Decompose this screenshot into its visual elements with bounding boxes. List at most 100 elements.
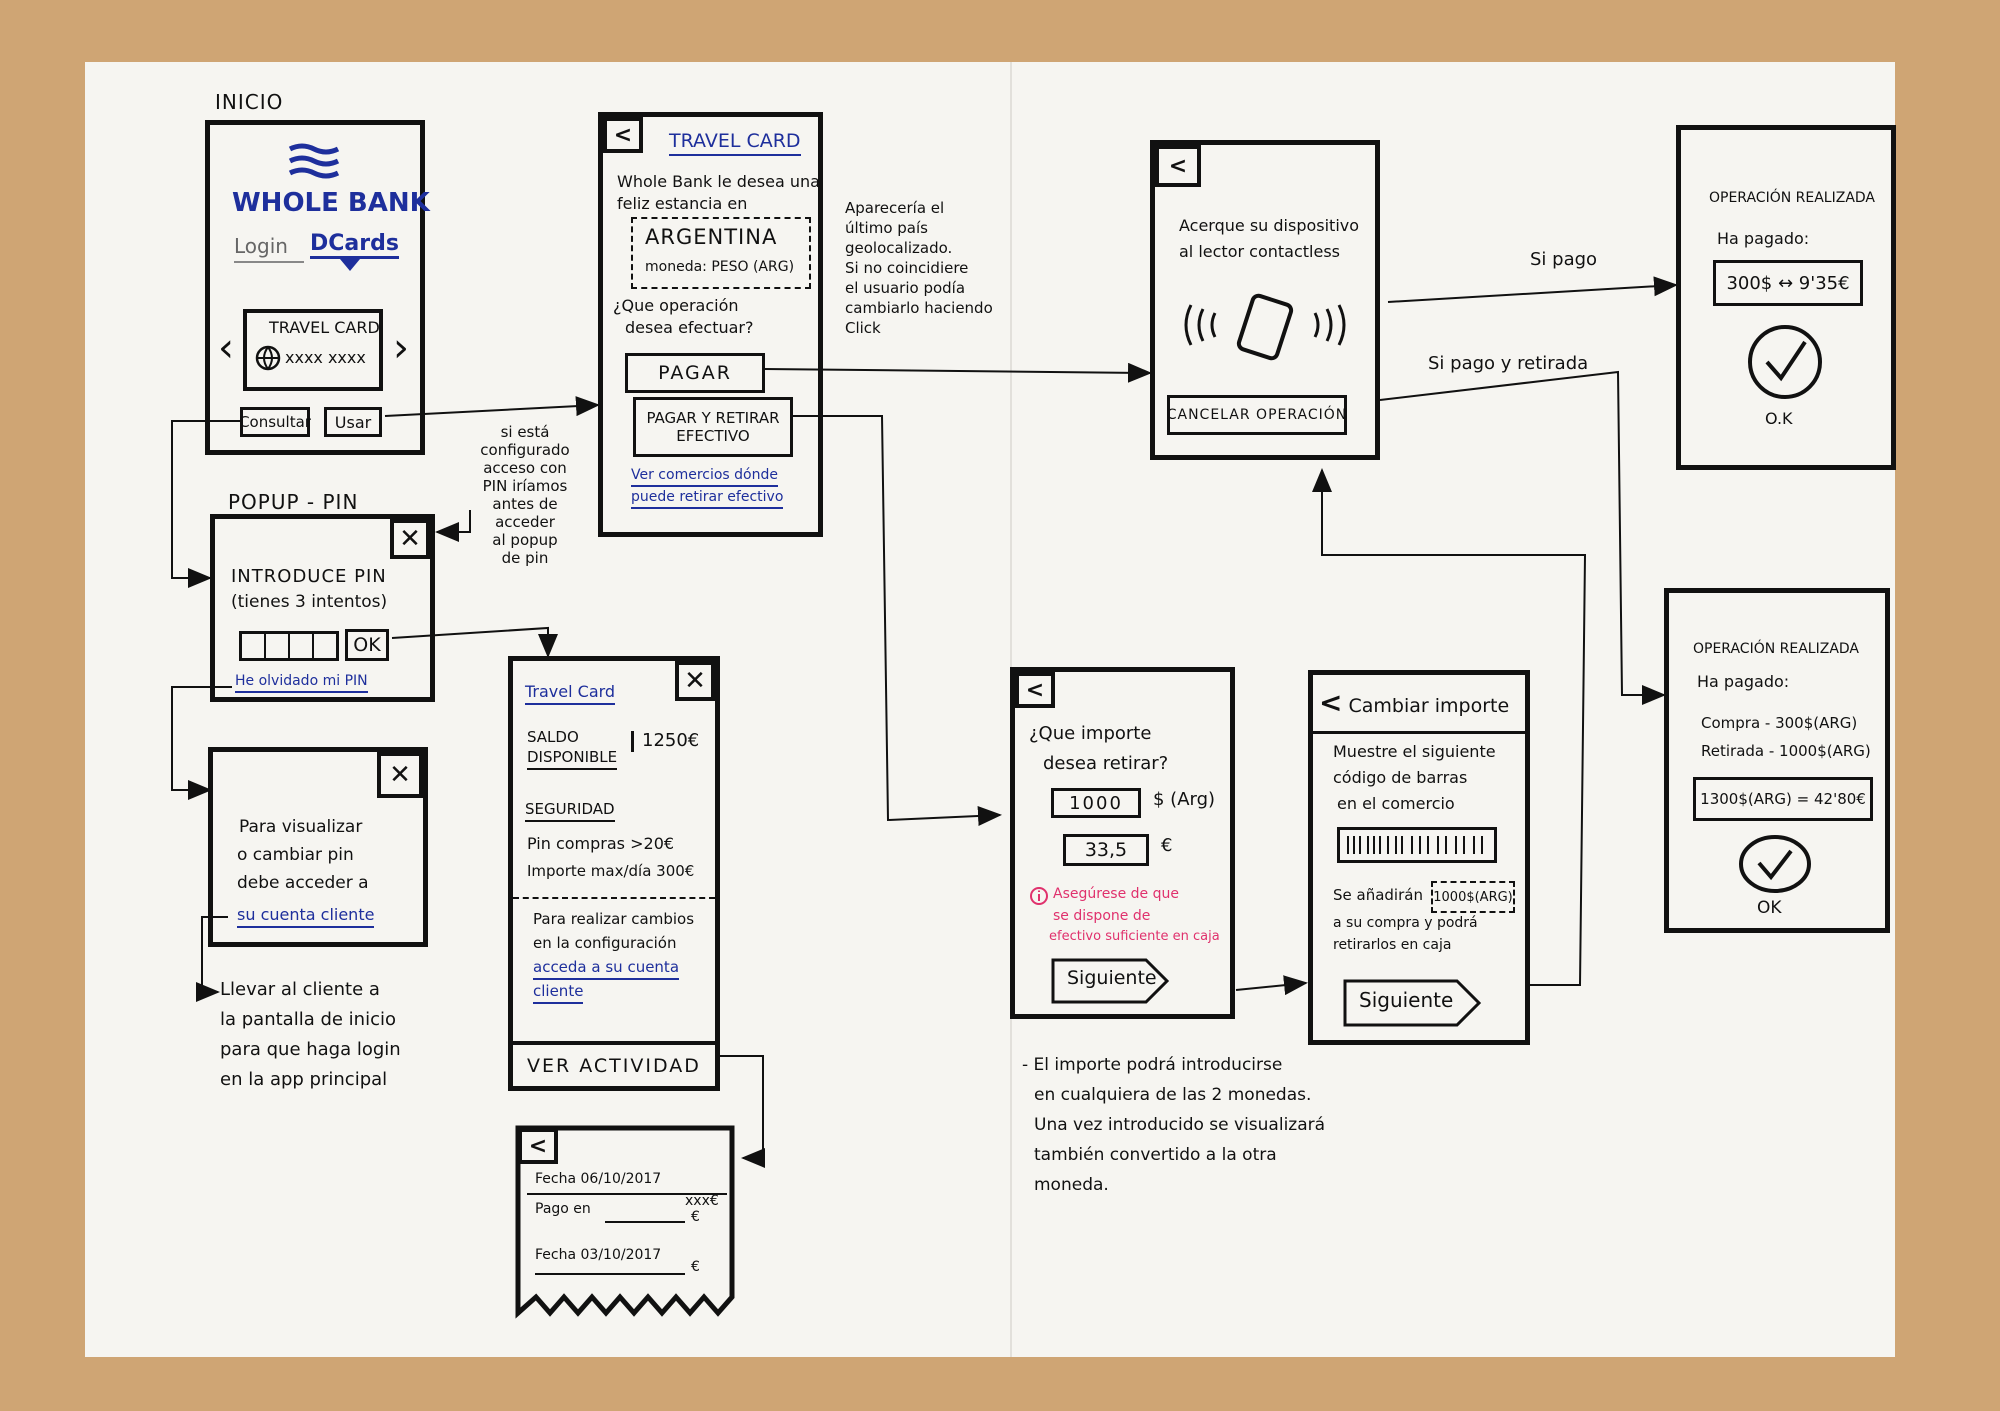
warning-line-1: Asegúrese de que — [1053, 886, 1179, 902]
cancel-operation-button[interactable]: CANCELAR OPERACIÓN — [1167, 395, 1347, 435]
checkmark-icon — [1748, 325, 1822, 399]
greeting-line-1: Whole Bank le desea una — [617, 172, 820, 191]
back-arrow-icon[interactable]: < — [518, 1128, 558, 1164]
country-selector[interactable]: ARGENTINA moneda: PESO (ARG) — [631, 217, 811, 289]
back-arrow-icon[interactable]: < — [1155, 145, 1201, 187]
saldo-value: 1250€ — [631, 730, 699, 752]
chevron-right-icon[interactable]: › — [393, 325, 409, 371]
done2-compra: Compra - 300$(ARG) — [1701, 714, 1858, 732]
tab-dcards[interactable]: DCards — [310, 231, 399, 260]
info-icon — [1030, 887, 1048, 905]
activity-pago: Pago en — [535, 1201, 591, 1217]
done1-paid-label: Ha pagado: — [1717, 229, 1810, 248]
change-rest-2: retirarlos en caja — [1333, 937, 1452, 953]
seguridad-heading: SEGURIDAD — [525, 800, 615, 822]
activity-amount-2: € — [691, 1209, 700, 1225]
activity-divider-1 — [527, 1193, 727, 1195]
flow-label-si-pago-retirada: Si pago y retirada — [1428, 353, 1589, 374]
done1-ok[interactable]: O.K — [1765, 409, 1793, 428]
triangle-pointer-icon — [340, 259, 360, 271]
question-line-2: desea efectuar? — [625, 318, 754, 337]
question-line-1: ¿Que operación — [613, 296, 739, 315]
cambios-link-1[interactable]: acceda a su cuenta — [533, 958, 680, 980]
activity-frame — [515, 1125, 735, 1319]
done2-ok[interactable]: OK — [1757, 898, 1782, 918]
close-icon[interactable]: ✕ — [390, 519, 430, 559]
back-arrow-icon[interactable]: < — [603, 117, 643, 153]
chevron-left-icon[interactable]: ‹ — [218, 325, 234, 371]
card-detail-popup: ✕ Travel Card SALDO DISPONIBLE 1250€ SEG… — [508, 656, 720, 1091]
amount-ars-input[interactable]: 1000 — [1051, 788, 1141, 818]
close-icon[interactable]: ✕ — [675, 661, 715, 701]
done2-title: OPERACIÓN REALIZADA — [1693, 641, 1860, 657]
change-line-1: Muestre el siguiente — [1333, 742, 1496, 761]
cambios-line-2: en la configuración — [533, 934, 677, 952]
label-popup-pin: POPUP - PIN — [228, 490, 359, 514]
brand-title: WHOLE BANK — [232, 188, 430, 218]
label-inicio: INICIO — [215, 90, 284, 114]
activity-amount-3: € — [691, 1259, 700, 1275]
change-rest-1: a su compra y podrá — [1333, 915, 1478, 931]
pin-title: INTRODUCE PIN — [231, 566, 387, 587]
note-importe: - El importe podrá introducirse en cualq… — [1022, 1055, 1326, 1195]
note-pin-access: si está configurado acceso con PIN iríam… — [480, 423, 570, 567]
activity-line-2 — [535, 1273, 685, 1275]
change-added: Se añadirán — [1333, 886, 1423, 904]
pin-attempts: (tienes 3 intentos) — [231, 592, 388, 612]
done2-paid-label: Ha pagado: — [1697, 672, 1790, 691]
amount-eur-input[interactable]: 33,5 — [1063, 834, 1149, 866]
forgot-pin-link[interactable]: He olvidado mi PIN — [235, 673, 368, 693]
cuenta-cliente-link[interactable]: su cuenta cliente — [237, 905, 375, 928]
activity-amount-1: xxx€ — [685, 1193, 719, 1209]
change-added-value: 1000$(ARG) — [1431, 881, 1515, 913]
flow-label-si-pago: Si pago — [1530, 249, 1598, 270]
pagar-retirar-button[interactable]: PAGAR Y RETIRAR EFECTIVO — [633, 397, 793, 457]
saldo-label-1: SALDO — [527, 728, 579, 746]
operation-done-screen-2: OPERACIÓN REALIZADA Ha pagado: Compra - … — [1664, 588, 1890, 933]
withdraw-next-button[interactable]: Siguiente — [1067, 967, 1157, 989]
visualizar-line-1: Para visualizar — [239, 817, 363, 837]
change-amount-screen: <Cambiar importe Muestre el siguiente có… — [1308, 670, 1530, 1045]
warning-line-3: efectivo suficiente en caja — [1049, 929, 1220, 944]
operation-done-screen-1: OPERACIÓN REALIZADA Ha pagado: 300$ ↔ 9'… — [1676, 125, 1896, 470]
back-arrow-icon[interactable]: < — [1015, 672, 1055, 708]
saldo-label-2: DISPONIBLE — [527, 748, 618, 770]
contactless-line-2: al lector contactless — [1179, 242, 1340, 261]
done2-retirada: Retirada - 1000$(ARG) — [1701, 742, 1871, 760]
login-underline — [234, 261, 304, 263]
travel-card-preview[interactable]: TRAVEL CARD xxxx xxxx — [243, 309, 383, 391]
cambios-link-2[interactable]: cliente — [533, 982, 584, 1004]
pin-popup: ✕ INTRODUCE PIN (tienes 3 intentos) OK H… — [210, 514, 435, 702]
done1-amount: 300$ ↔ 9'35€ — [1713, 260, 1863, 306]
pin-input[interactable] — [239, 631, 339, 661]
usar-button[interactable]: Usar — [324, 407, 382, 437]
pin-compras: Pin compras >20€ — [527, 834, 675, 853]
close-icon[interactable]: ✕ — [377, 752, 423, 798]
detail-title: Travel Card — [525, 682, 616, 705]
phone-contactless-icon — [1184, 293, 1346, 361]
pin-ok-button[interactable]: OK — [345, 629, 389, 661]
visualizar-line-2: o cambiar pin — [237, 845, 354, 865]
visualizar-pin-popup: ✕ Para visualizar o cambiar pin debe acc… — [208, 747, 428, 947]
activity-date-2: Fecha 03/10/2017 — [535, 1247, 662, 1263]
unit-eur: € — [1161, 835, 1173, 856]
country-name: ARGENTINA — [645, 225, 778, 249]
back-arrow-icon[interactable]: < — [1319, 686, 1343, 719]
link-comercios-line-2[interactable]: puede retirar efectivo — [631, 489, 784, 509]
change-next-button[interactable]: Siguiente — [1359, 988, 1454, 1012]
waves-logo-icon — [288, 143, 340, 179]
visualizar-line-3: debe acceder a — [237, 873, 369, 893]
next-arrow-shape — [1343, 979, 1482, 1027]
pagar-button[interactable]: PAGAR — [625, 353, 765, 393]
ver-actividad-button[interactable]: VER ACTIVIDAD — [513, 1041, 715, 1086]
importe-max: Importe max/día 300€ — [527, 862, 695, 880]
warning-line-2: se dispone de — [1053, 908, 1151, 924]
activity-date-1: Fecha 06/10/2017 — [535, 1171, 662, 1187]
travel-card-use-screen: < TRAVEL CARD Whole Bank le desea una fe… — [598, 112, 823, 537]
cambios-line-1: Para realizar cambios — [533, 910, 695, 928]
consultar-button[interactable]: Consultar — [239, 407, 311, 437]
next-arrow-shape — [1051, 958, 1170, 1004]
card-preview-title: TRAVEL CARD — [269, 318, 380, 337]
tab-login[interactable]: Login — [234, 234, 288, 258]
link-comercios-line-1[interactable]: Ver comercios dónde — [631, 467, 778, 487]
